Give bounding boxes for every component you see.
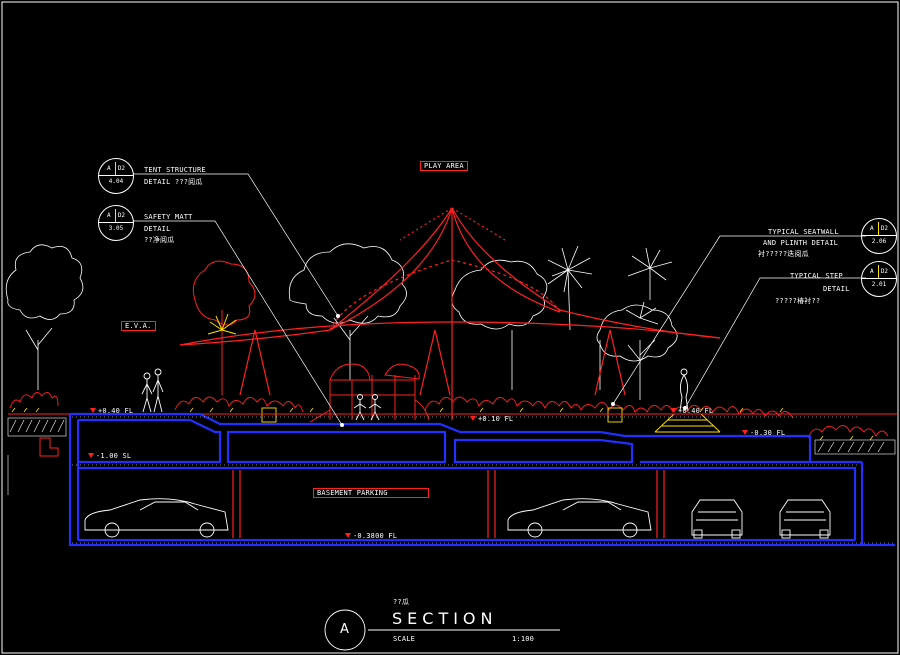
callout-step-detail: DETAIL [823, 285, 850, 293]
play-area-tag: PLAY AREA [420, 161, 468, 171]
callout-seatwall-detail: AND PLINTH DETAIL [763, 239, 839, 247]
left-planter [7, 417, 67, 495]
human-figures [141, 368, 689, 421]
callout-tent-name: TENT STRUCTURE [144, 166, 206, 174]
callout-bubble-tent[interactable]: A D2 4.04 [98, 158, 134, 194]
scale-value: 1:100 [512, 635, 535, 643]
columns [232, 470, 665, 538]
structure-hatch [72, 416, 893, 544]
play-structure [309, 363, 430, 423]
section-title: SECTION [392, 609, 498, 628]
callout-bubble-step[interactable]: A D2 2.01 [861, 261, 897, 297]
level-label: +0.10 FL [478, 415, 514, 423]
callout-safety-name: SAFETY MATT [144, 213, 193, 221]
yellow-flowers [11, 407, 874, 441]
callout-safety-detail: DETAIL [144, 225, 171, 233]
callout-bubble-seatwall[interactable]: A D2 2.06 [861, 218, 897, 254]
title-block [324, 609, 560, 651]
level-markers [88, 408, 748, 538]
bubble-ref: 2.01 [871, 281, 887, 288]
bubble-detail: D2 [880, 268, 889, 275]
callout-step-note: ?????椿衬?? [775, 297, 821, 305]
eva-tag: E.V.A. [121, 321, 156, 331]
basement-structure [68, 412, 895, 547]
typical-step [654, 413, 721, 433]
bubble-detail: D2 [117, 212, 126, 219]
bubble-ref: 2.06 [871, 238, 887, 245]
yellow-palm [207, 313, 237, 335]
level-label: +0.40 FL [678, 407, 714, 415]
background-trees [5, 243, 678, 400]
level-label: -1.00 SL [96, 452, 132, 460]
bubble-ref: 4.04 [108, 178, 124, 185]
drain-detail [39, 437, 59, 457]
red-tree [192, 260, 256, 395]
shrub-band [9, 392, 889, 439]
callout-bubble-safety[interactable]: A D2 3.05 [98, 205, 134, 241]
callout-step-name: TYPICAL STEP [790, 272, 843, 280]
callout-leaders [133, 173, 866, 426]
bubble-sheet: A [869, 225, 874, 232]
bubble-sheet: A [106, 212, 111, 219]
callout-seatwall-note: 衬?????迭阅瓜 [758, 250, 809, 258]
leader-dots [336, 314, 687, 427]
level-label: -0.30 FL [750, 429, 786, 437]
bubble-detail: D2 [880, 225, 889, 232]
basement-parking-tag: BASEMENT PARKING [313, 488, 429, 498]
level-label: +0.40 FL [98, 407, 134, 415]
bubble-detail: D2 [117, 165, 126, 172]
seatwall-blocks [261, 407, 623, 423]
tent-structure [179, 207, 721, 420]
bubble-sheet: A [869, 268, 874, 275]
bubble-sheet: A [106, 165, 111, 172]
scale-label: SCALE [393, 635, 416, 643]
bubble-ref: 3.05 [108, 225, 124, 232]
callout-seatwall-name: TYPICAL SEATWALL [768, 228, 839, 236]
section-subtitle: ??瓜 [393, 598, 410, 606]
right-planter [814, 439, 896, 455]
level-label: -0.3800 FL [353, 532, 398, 540]
callout-tent-detail: DETAIL ???阅瓜 [144, 178, 203, 186]
section-letter: A [340, 622, 349, 637]
parked-cars [84, 498, 831, 539]
callout-safety-note: ??净阅瓜 [144, 236, 175, 244]
